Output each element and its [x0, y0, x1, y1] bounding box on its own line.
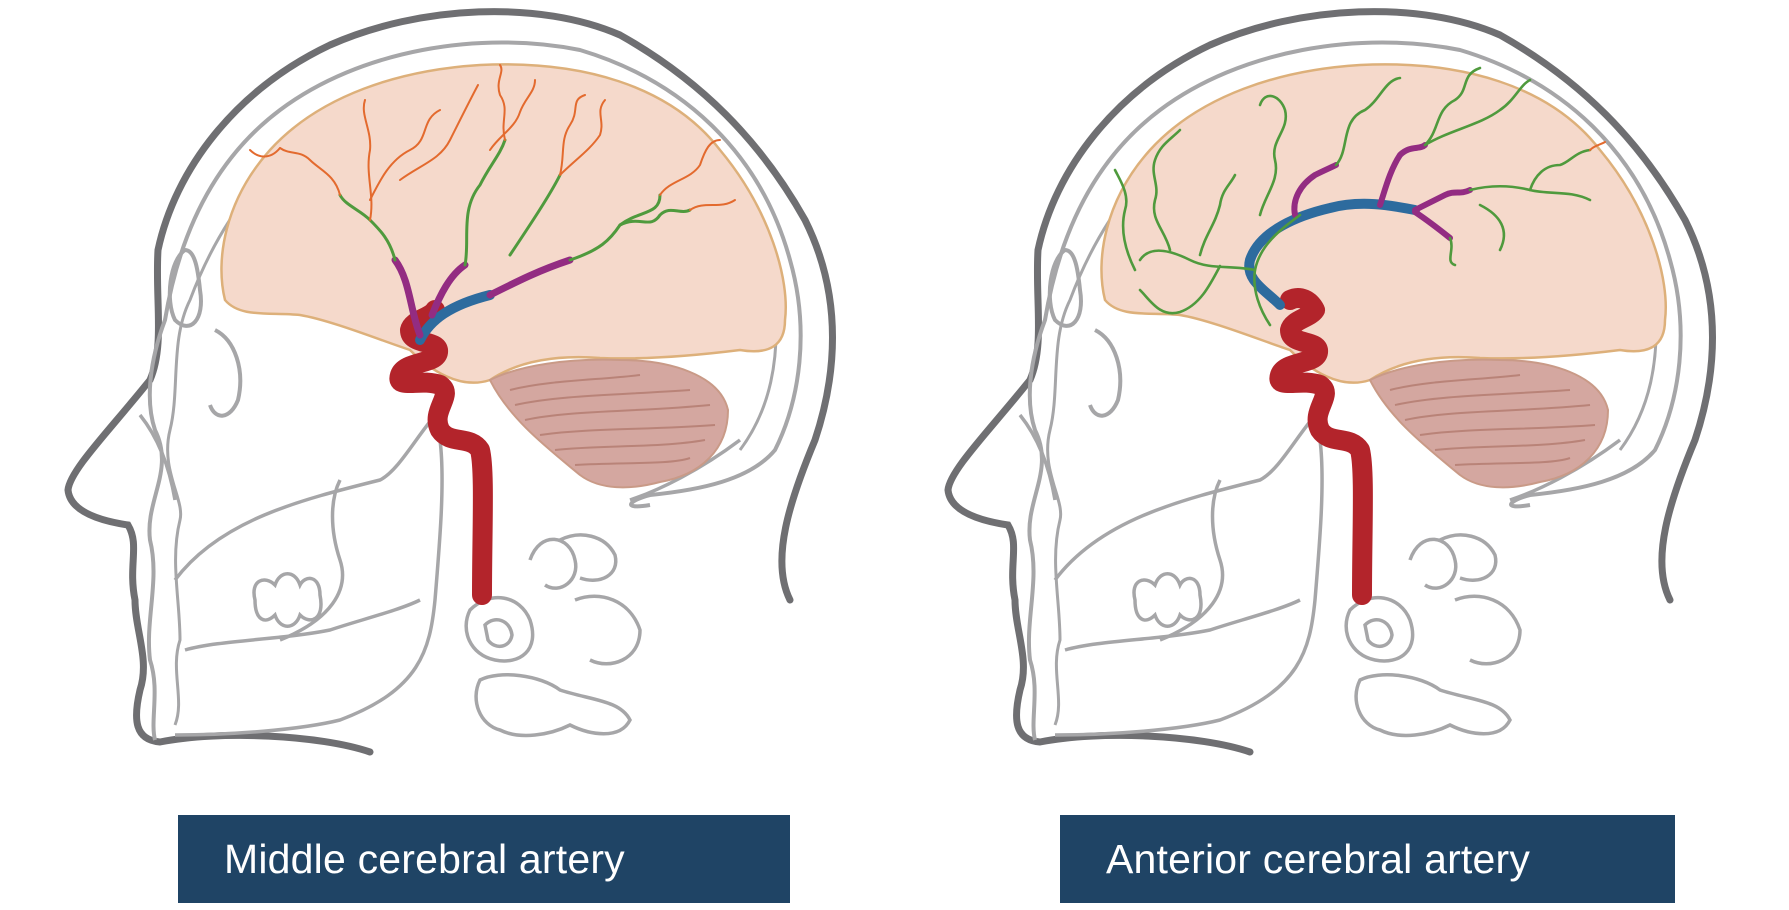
internal-carotid-artery — [389, 300, 493, 605]
caption-text: Anterior cerebral artery — [1106, 835, 1531, 882]
head-illustration-mca — [64, 8, 836, 756]
ear — [1047, 247, 1083, 328]
cerebellum-folia — [1389, 374, 1596, 466]
cerebrum — [1100, 63, 1667, 384]
mca-proximal-branches — [391, 256, 574, 339]
aca-terminal-branches — [1589, 141, 1606, 151]
head-illustration-aca — [944, 8, 1716, 756]
head-outline — [64, 8, 836, 756]
internal-carotid-artery — [1269, 288, 1373, 605]
skull-outline — [1026, 40, 1683, 741]
caption-middle-cerebral-artery: Middle cerebral artery — [178, 815, 790, 903]
cervical-vertebrae — [464, 533, 642, 738]
caption-text: Middle cerebral artery — [224, 835, 625, 882]
mca-distal-branches — [249, 64, 736, 221]
aca-distal-branches — [1113, 66, 1592, 327]
teeth — [252, 572, 323, 628]
head-outline — [944, 8, 1716, 756]
cerebellum-folia — [509, 374, 716, 466]
panel-anterior-cerebral-artery: Anterior cerebral artery — [880, 0, 1789, 910]
cervical-vertebrae — [1344, 533, 1522, 738]
cerebrum — [220, 63, 787, 384]
teeth — [1132, 572, 1203, 628]
skull-outline — [146, 40, 803, 741]
ear — [167, 247, 203, 328]
caption-anterior-cerebral-artery: Anterior cerebral artery — [1060, 815, 1675, 903]
aca-proximal-branches — [1291, 142, 1473, 241]
panel-middle-cerebral-artery: Middle cerebral artery — [0, 0, 880, 910]
